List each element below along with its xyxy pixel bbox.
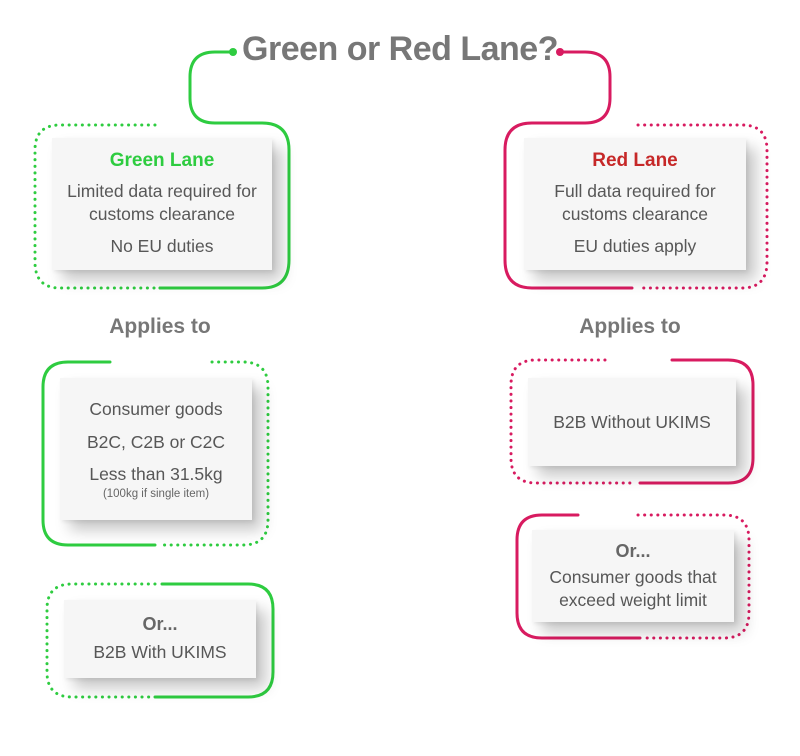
green-box1-line1: Consumer goods (89, 398, 223, 419)
red-box2-frame-dotted (636, 513, 751, 640)
red-lane-line1: Full data required for (554, 180, 716, 201)
green-lane-card: Green Lane Limited data required for cus… (52, 138, 272, 270)
red-title-dot (556, 48, 564, 56)
green-lane-line3: No EU duties (110, 236, 214, 257)
red-or-card: Or... Consumer goods that exceed weight … (532, 530, 734, 622)
green-box2-line1: B2B With UKIMS (93, 642, 227, 663)
green-lane-frame-dotted (33, 123, 162, 290)
red-box2-line2: exceed weight limit (559, 589, 707, 610)
red-applies-to-label: Applies to (579, 315, 681, 338)
page-title: Green or Red Lane? (242, 30, 558, 68)
green-title-connector (158, 50, 291, 290)
red-lane-heading: Red Lane (592, 149, 678, 171)
green-box1-line2: B2C, C2B or C2C (86, 431, 226, 452)
green-or-card: Or... B2B With UKIMS (64, 600, 256, 678)
green-box2-frame-dotted (45, 582, 157, 699)
red-box1-line1: B2B Without UKIMS (553, 411, 711, 432)
red-box1-frame-dotted (509, 358, 637, 485)
red-lane-line2: customs clearance (562, 203, 708, 224)
green-box2-heading: Or... (142, 614, 178, 635)
green-applies-card: Consumer goods B2C, C2B or C2C Less than… (60, 378, 252, 520)
red-title-connector (503, 50, 634, 290)
green-box1-frame-dotted (158, 360, 270, 547)
red-box1-frame-solid (638, 358, 755, 485)
green-applies-to-label: Applies to (109, 315, 211, 338)
red-box2-heading: Or... (615, 540, 651, 561)
green-lane-line2: customs clearance (89, 203, 235, 224)
red-lane-line3: EU duties apply (573, 236, 697, 257)
green-box1-note: (100kg if single item) (102, 488, 210, 501)
green-box2-frame-solid (153, 582, 275, 699)
green-title-dot (229, 48, 237, 56)
red-box2-line1: Consumer goods that (549, 566, 717, 587)
red-applies-card: B2B Without UKIMS (528, 378, 736, 466)
green-box1-line3: Less than 31.5kg (89, 464, 223, 485)
green-box1-frame-solid (41, 360, 157, 547)
green-lane-line1: Limited data required for (67, 180, 257, 201)
green-lane-heading: Green Lane (109, 149, 215, 171)
red-lane-card: Red Lane Full data required for customs … (524, 138, 746, 270)
red-box2-frame-solid (515, 513, 642, 640)
